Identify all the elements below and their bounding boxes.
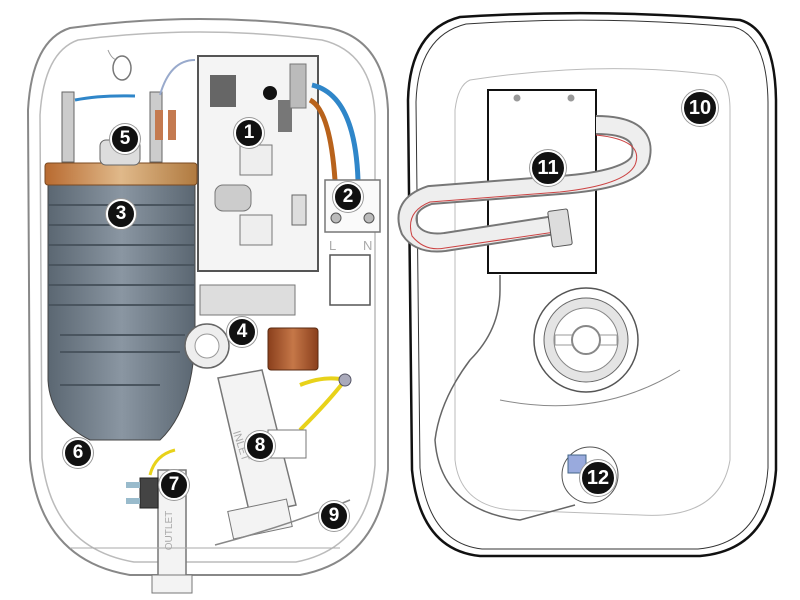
callout-4: 4 [227, 317, 257, 347]
shower-outlet-port [533, 287, 639, 393]
callout-11: 11 [530, 150, 566, 186]
callout-12: 12 [580, 460, 616, 496]
pressure-switch [139, 477, 159, 509]
callout-8: 8 [245, 431, 275, 461]
flow-valve [184, 284, 296, 369]
callout-9: 9 [319, 501, 349, 531]
thermal-cutout-assembly [61, 59, 196, 163]
terminal-label-live: L [329, 238, 337, 253]
callout-3: 3 [106, 199, 136, 229]
cable-entry-knockout [329, 254, 371, 306]
callout-10: 10 [682, 90, 718, 126]
callout-1: 1 [234, 118, 264, 148]
pcb-board [197, 55, 319, 272]
ribbon-cable [397, 115, 652, 253]
callout-6: 6 [63, 438, 93, 468]
callout-5: 5 [110, 124, 140, 154]
callout-2: 2 [333, 182, 363, 212]
solenoid-coil [267, 327, 319, 371]
callout-7: 7 [159, 470, 189, 500]
live-wire [308, 97, 338, 181]
keyhole-slot [112, 55, 132, 81]
outlet-marking: OUTLET [164, 510, 176, 551]
heater-tank [44, 139, 198, 441]
neutral-wire [311, 82, 361, 181]
terminal-label-neutral: N [363, 238, 373, 253]
